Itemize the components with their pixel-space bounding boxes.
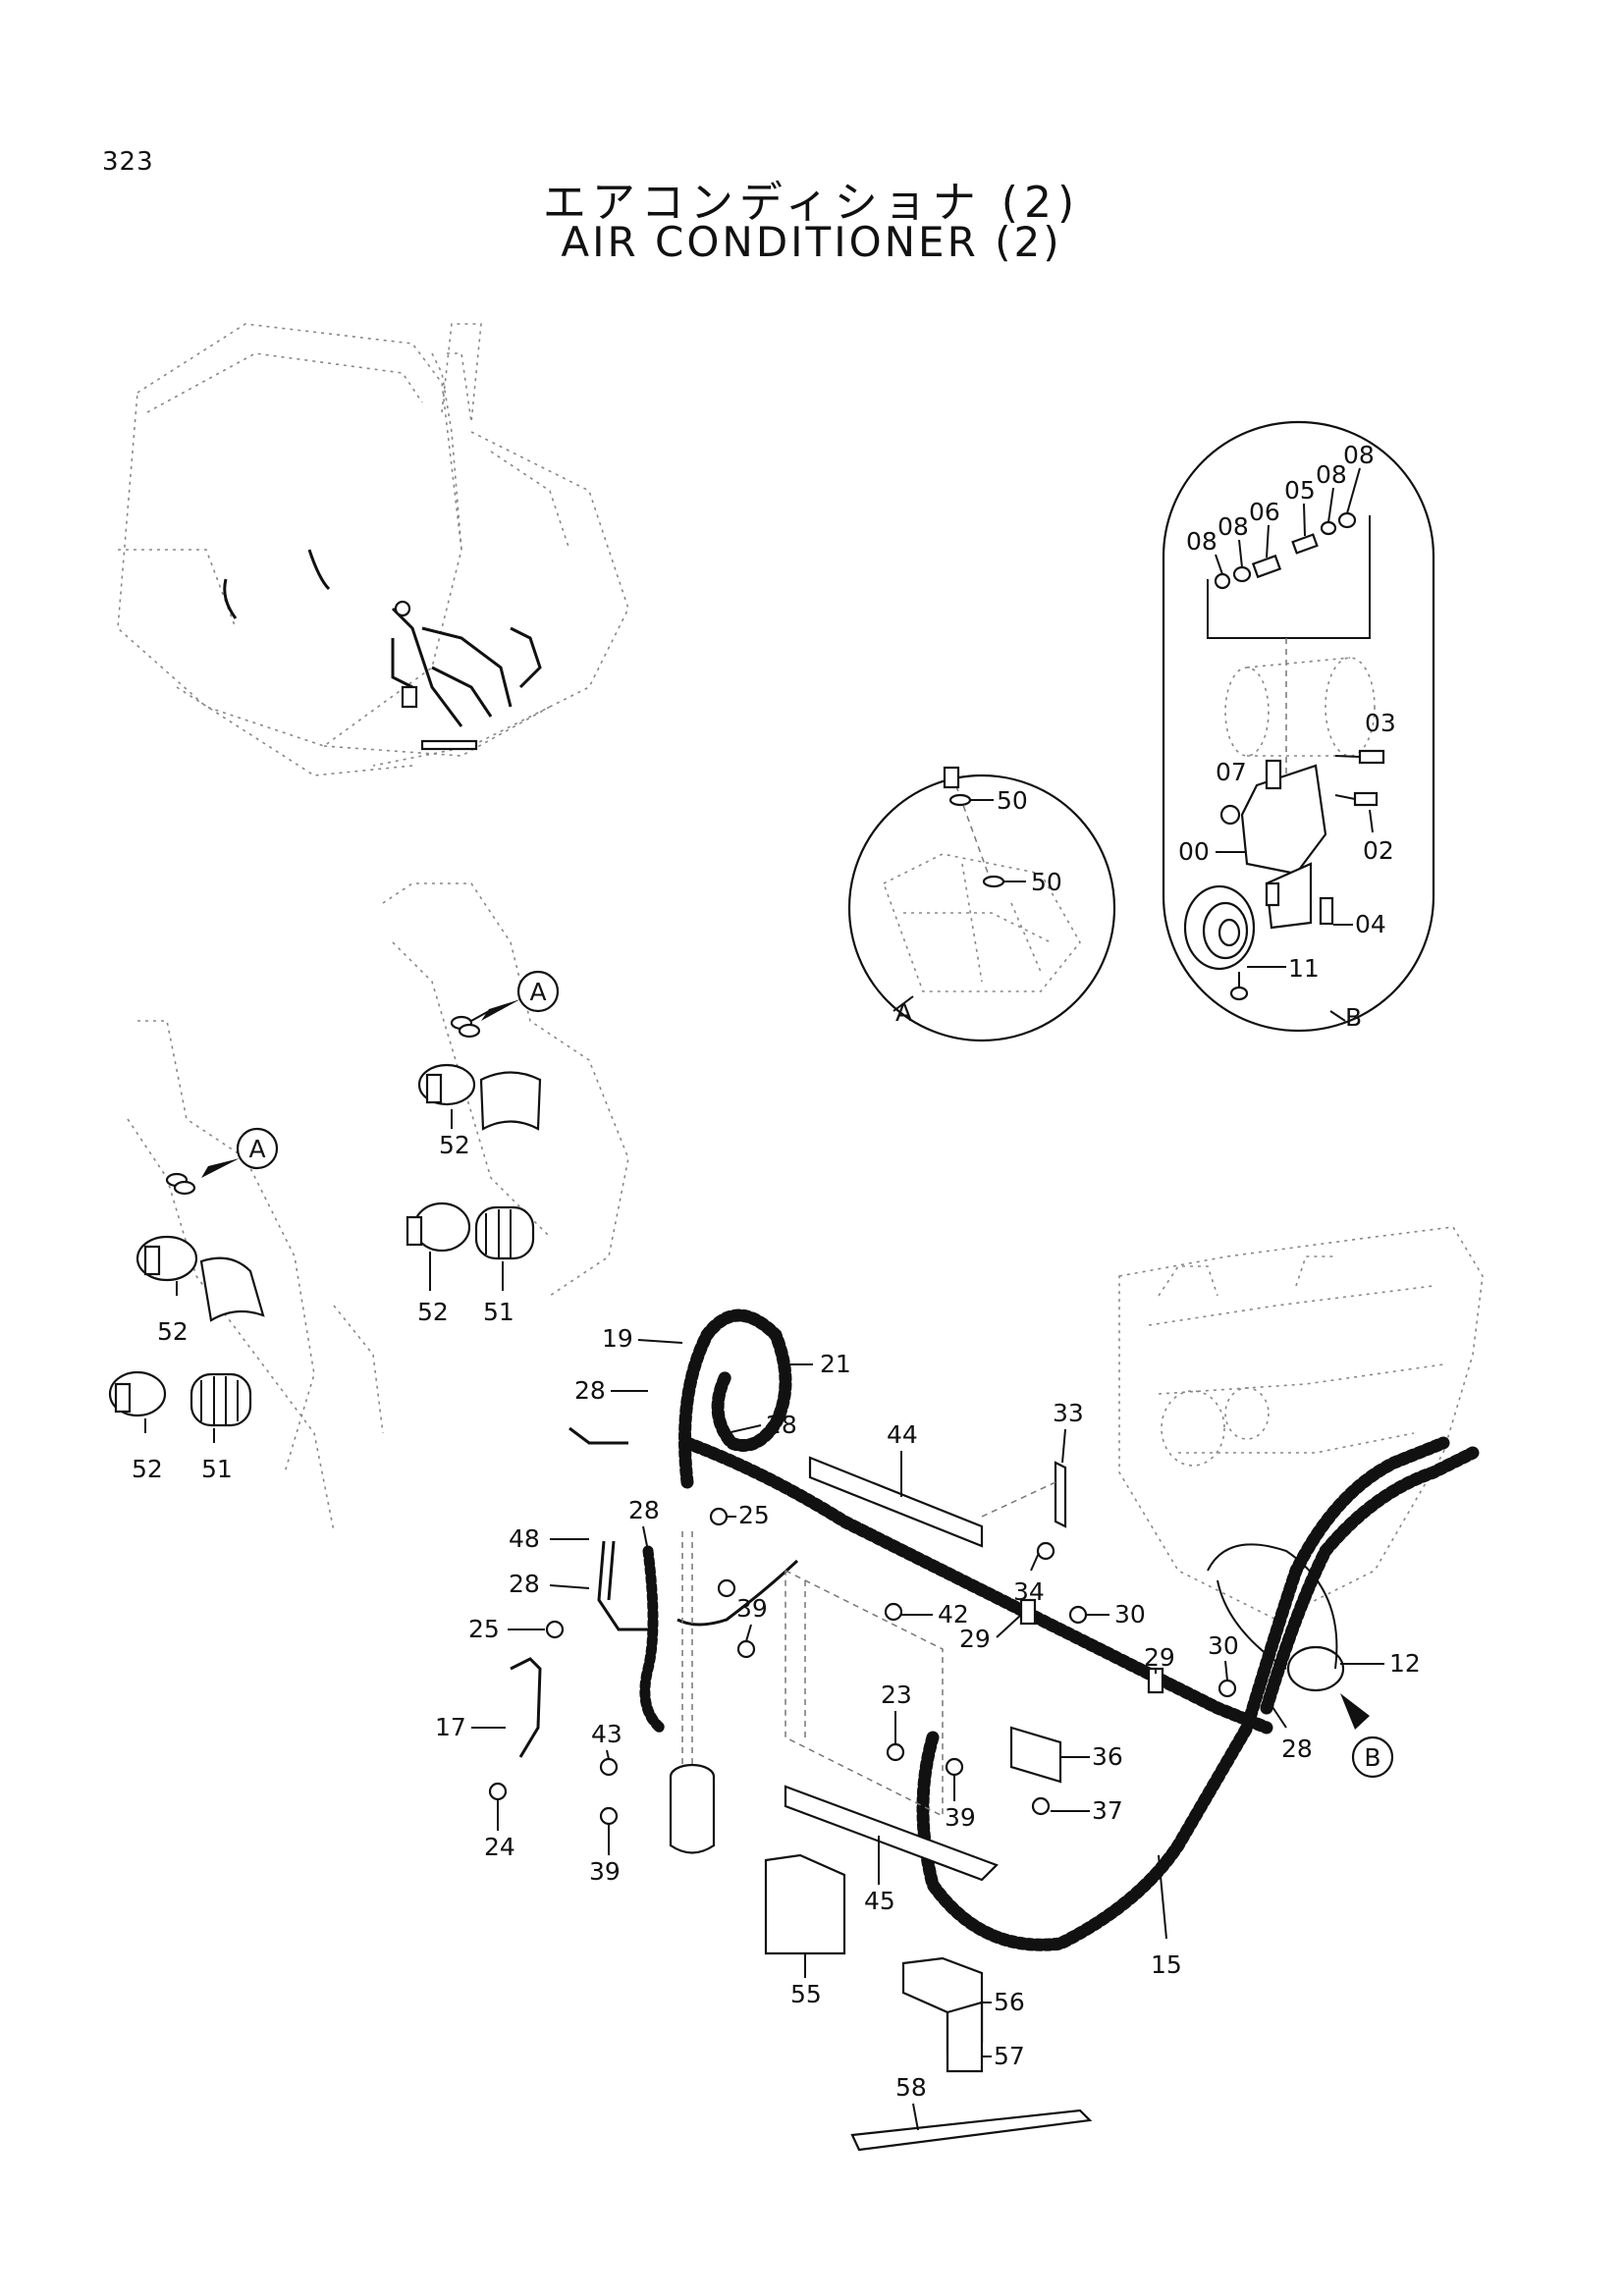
label-08: 08 [1316, 460, 1347, 489]
label-25: 25 [738, 1501, 770, 1529]
label-34: 34 [1013, 1577, 1045, 1606]
label-52: 52 [439, 1131, 470, 1159]
label-00: 00 [1178, 837, 1210, 866]
label-28: 28 [1281, 1735, 1313, 1763]
label-04: 04 [1355, 910, 1386, 938]
detail-a-view: 50 50 A [847, 766, 1116, 1042]
label-36: 36 [1092, 1742, 1123, 1771]
label-37: 37 [1092, 1796, 1123, 1825]
label-08: 08 [1217, 512, 1249, 541]
label-15: 15 [1151, 1950, 1182, 1979]
label-05: 05 [1284, 476, 1316, 505]
label-48: 48 [509, 1524, 540, 1553]
label-52: 52 [157, 1317, 189, 1346]
callout-a: A [529, 978, 546, 1006]
label-19: 19 [602, 1324, 633, 1353]
label-30: 30 [1208, 1631, 1239, 1660]
label-43: 43 [591, 1720, 622, 1748]
label-02: 02 [1363, 836, 1394, 865]
engine-illustration [1118, 1226, 1484, 1621]
label-08: 08 [1186, 527, 1217, 556]
label-28: 28 [574, 1376, 606, 1405]
label-56: 56 [994, 1988, 1025, 2016]
label-25: 25 [468, 1615, 500, 1643]
label-52: 52 [132, 1455, 163, 1483]
label-52: 52 [417, 1298, 449, 1326]
unit-components [488, 1456, 1345, 2152]
label-57: 57 [994, 2042, 1025, 2070]
detail-b-label: B [1345, 1003, 1362, 1032]
label-17: 17 [435, 1713, 466, 1741]
label-44: 44 [887, 1420, 918, 1449]
svg-text:B: B [1364, 1743, 1380, 1772]
label-50: 50 [1031, 868, 1062, 896]
label-21: 21 [820, 1350, 851, 1378]
label-45: 45 [864, 1887, 895, 1915]
hose-assemblies [510, 1308, 1480, 1951]
detail-b-view: 08 08 06 05 08 08 03 07 00 02 04 [1162, 420, 1435, 1033]
label-08: 08 [1343, 441, 1375, 469]
page-number: 323 [102, 147, 154, 177]
label-33: 33 [1053, 1399, 1084, 1427]
part-labels: 19 21 28 28 44 33 28 25 48 34 28 42 30 3… [435, 1324, 1421, 2131]
label-58: 58 [895, 2073, 927, 2102]
title-english: AIR CONDITIONER (2) [561, 218, 1062, 266]
callout-a: A [248, 1135, 265, 1163]
label-24: 24 [484, 1833, 515, 1861]
label-50: 50 [997, 786, 1028, 815]
label-28: 28 [766, 1411, 797, 1439]
label-42: 42 [938, 1600, 969, 1629]
label-51: 51 [201, 1455, 233, 1483]
label-51: 51 [483, 1298, 514, 1326]
label-03: 03 [1365, 709, 1396, 737]
label-39: 39 [736, 1594, 768, 1623]
label-55: 55 [790, 1980, 822, 2008]
label-12: 12 [1389, 1649, 1421, 1678]
label-06: 06 [1249, 498, 1280, 526]
label-39: 39 [945, 1803, 976, 1832]
label-39: 39 [589, 1857, 621, 1886]
label-30: 30 [1114, 1600, 1146, 1629]
label-11: 11 [1288, 954, 1320, 983]
label-29: 29 [959, 1625, 991, 1653]
detail-a-label: A [895, 998, 912, 1027]
title-japanese: エアコンディショナ (2) [542, 178, 1081, 228]
label-28: 28 [509, 1570, 540, 1598]
duct-assembly-upper: A 52 52 51 [382, 882, 629, 1326]
label-28: 28 [628, 1496, 660, 1524]
excavator-overview-illustration [117, 323, 629, 776]
label-29: 29 [1144, 1643, 1175, 1672]
label-23: 23 [881, 1681, 912, 1709]
duct-assembly-lower: A 52 52 51 [108, 1020, 384, 1532]
label-07: 07 [1216, 758, 1247, 786]
callout-b: B [1340, 1693, 1394, 1779]
